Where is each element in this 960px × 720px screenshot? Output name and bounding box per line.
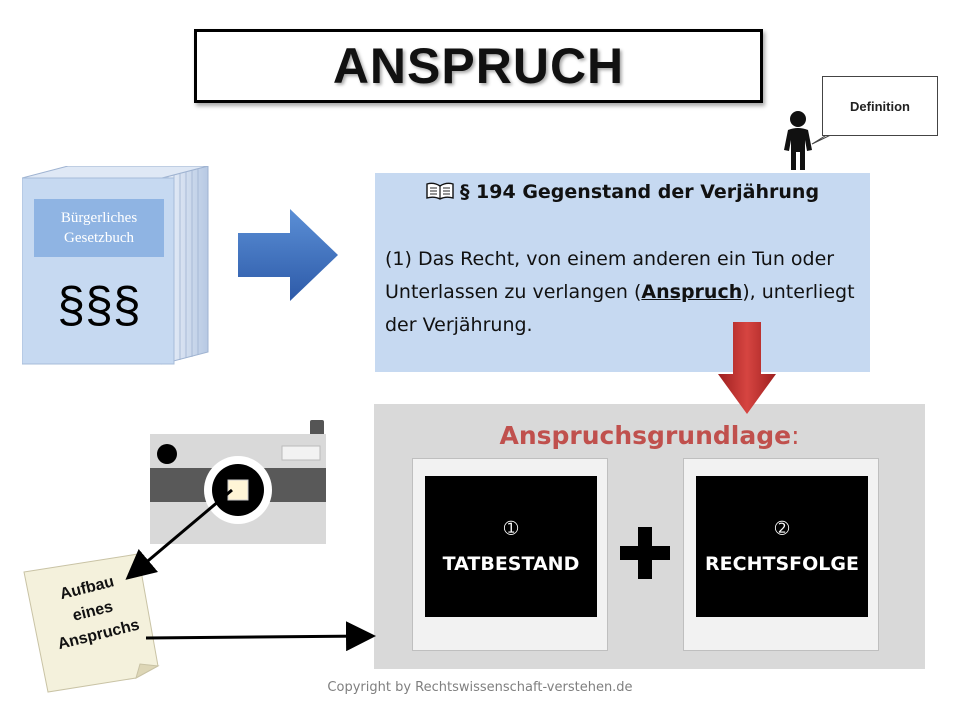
copyright-text: Copyright by Rechtswissenschaft-verstehe… [327, 680, 633, 695]
law-text-emphasis: Anspruch [641, 281, 743, 303]
note-to-panel-arrow [145, 621, 376, 652]
paragraph-symbols: §§§ [57, 277, 141, 333]
definition-callout: Definition [822, 76, 938, 136]
sticky-note-icon [23, 553, 160, 693]
law-heading: § 194 Gegenstand der Verjährung [375, 181, 870, 203]
person-icon [784, 111, 812, 170]
open-book-icon [426, 182, 454, 200]
card-label: RECHTSFOLGE [705, 552, 859, 575]
book-title-line1: Bürgerliches [60, 210, 138, 226]
law-book-icon [22, 166, 209, 365]
camera-icon [150, 420, 326, 544]
right-arrow-icon [238, 209, 338, 301]
law-text-panel [375, 173, 870, 372]
law-paragraph: (1) Das Recht, von einem anderen ein Tun… [385, 243, 863, 342]
card-number: ➀ [503, 518, 519, 539]
grundlage-colon: : [791, 421, 800, 450]
rechtsfolge-card: ➁ RECHTSFOLGE [696, 476, 868, 617]
anspruchsgrundlage-title: Anspruchsgrundlage: [374, 421, 925, 450]
grundlage-title-text: Anspruchsgrundlage [499, 421, 792, 450]
law-heading-text: § 194 Gegenstand der Verjährung [459, 181, 820, 203]
title-box: ANSPRUCH [194, 29, 763, 103]
card-label: TATBESTAND [442, 552, 580, 575]
plus-icon [620, 527, 670, 579]
law-text-before: (1) Das Recht, von einem anderen ein Tun… [385, 248, 835, 303]
book-title-line2: Gesetzbuch [64, 230, 134, 246]
law-text-after: ), unterliegt der Verjährung. [385, 281, 855, 336]
page-title: ANSPRUCH [332, 38, 625, 94]
book-title-label: Bürgerliches Gesetzbuch [34, 199, 164, 257]
card-number: ➁ [774, 518, 790, 539]
down-arrow-icon [718, 322, 776, 414]
definition-label: Definition [850, 98, 910, 114]
tatbestand-card: ➀ TATBESTAND [425, 476, 597, 617]
